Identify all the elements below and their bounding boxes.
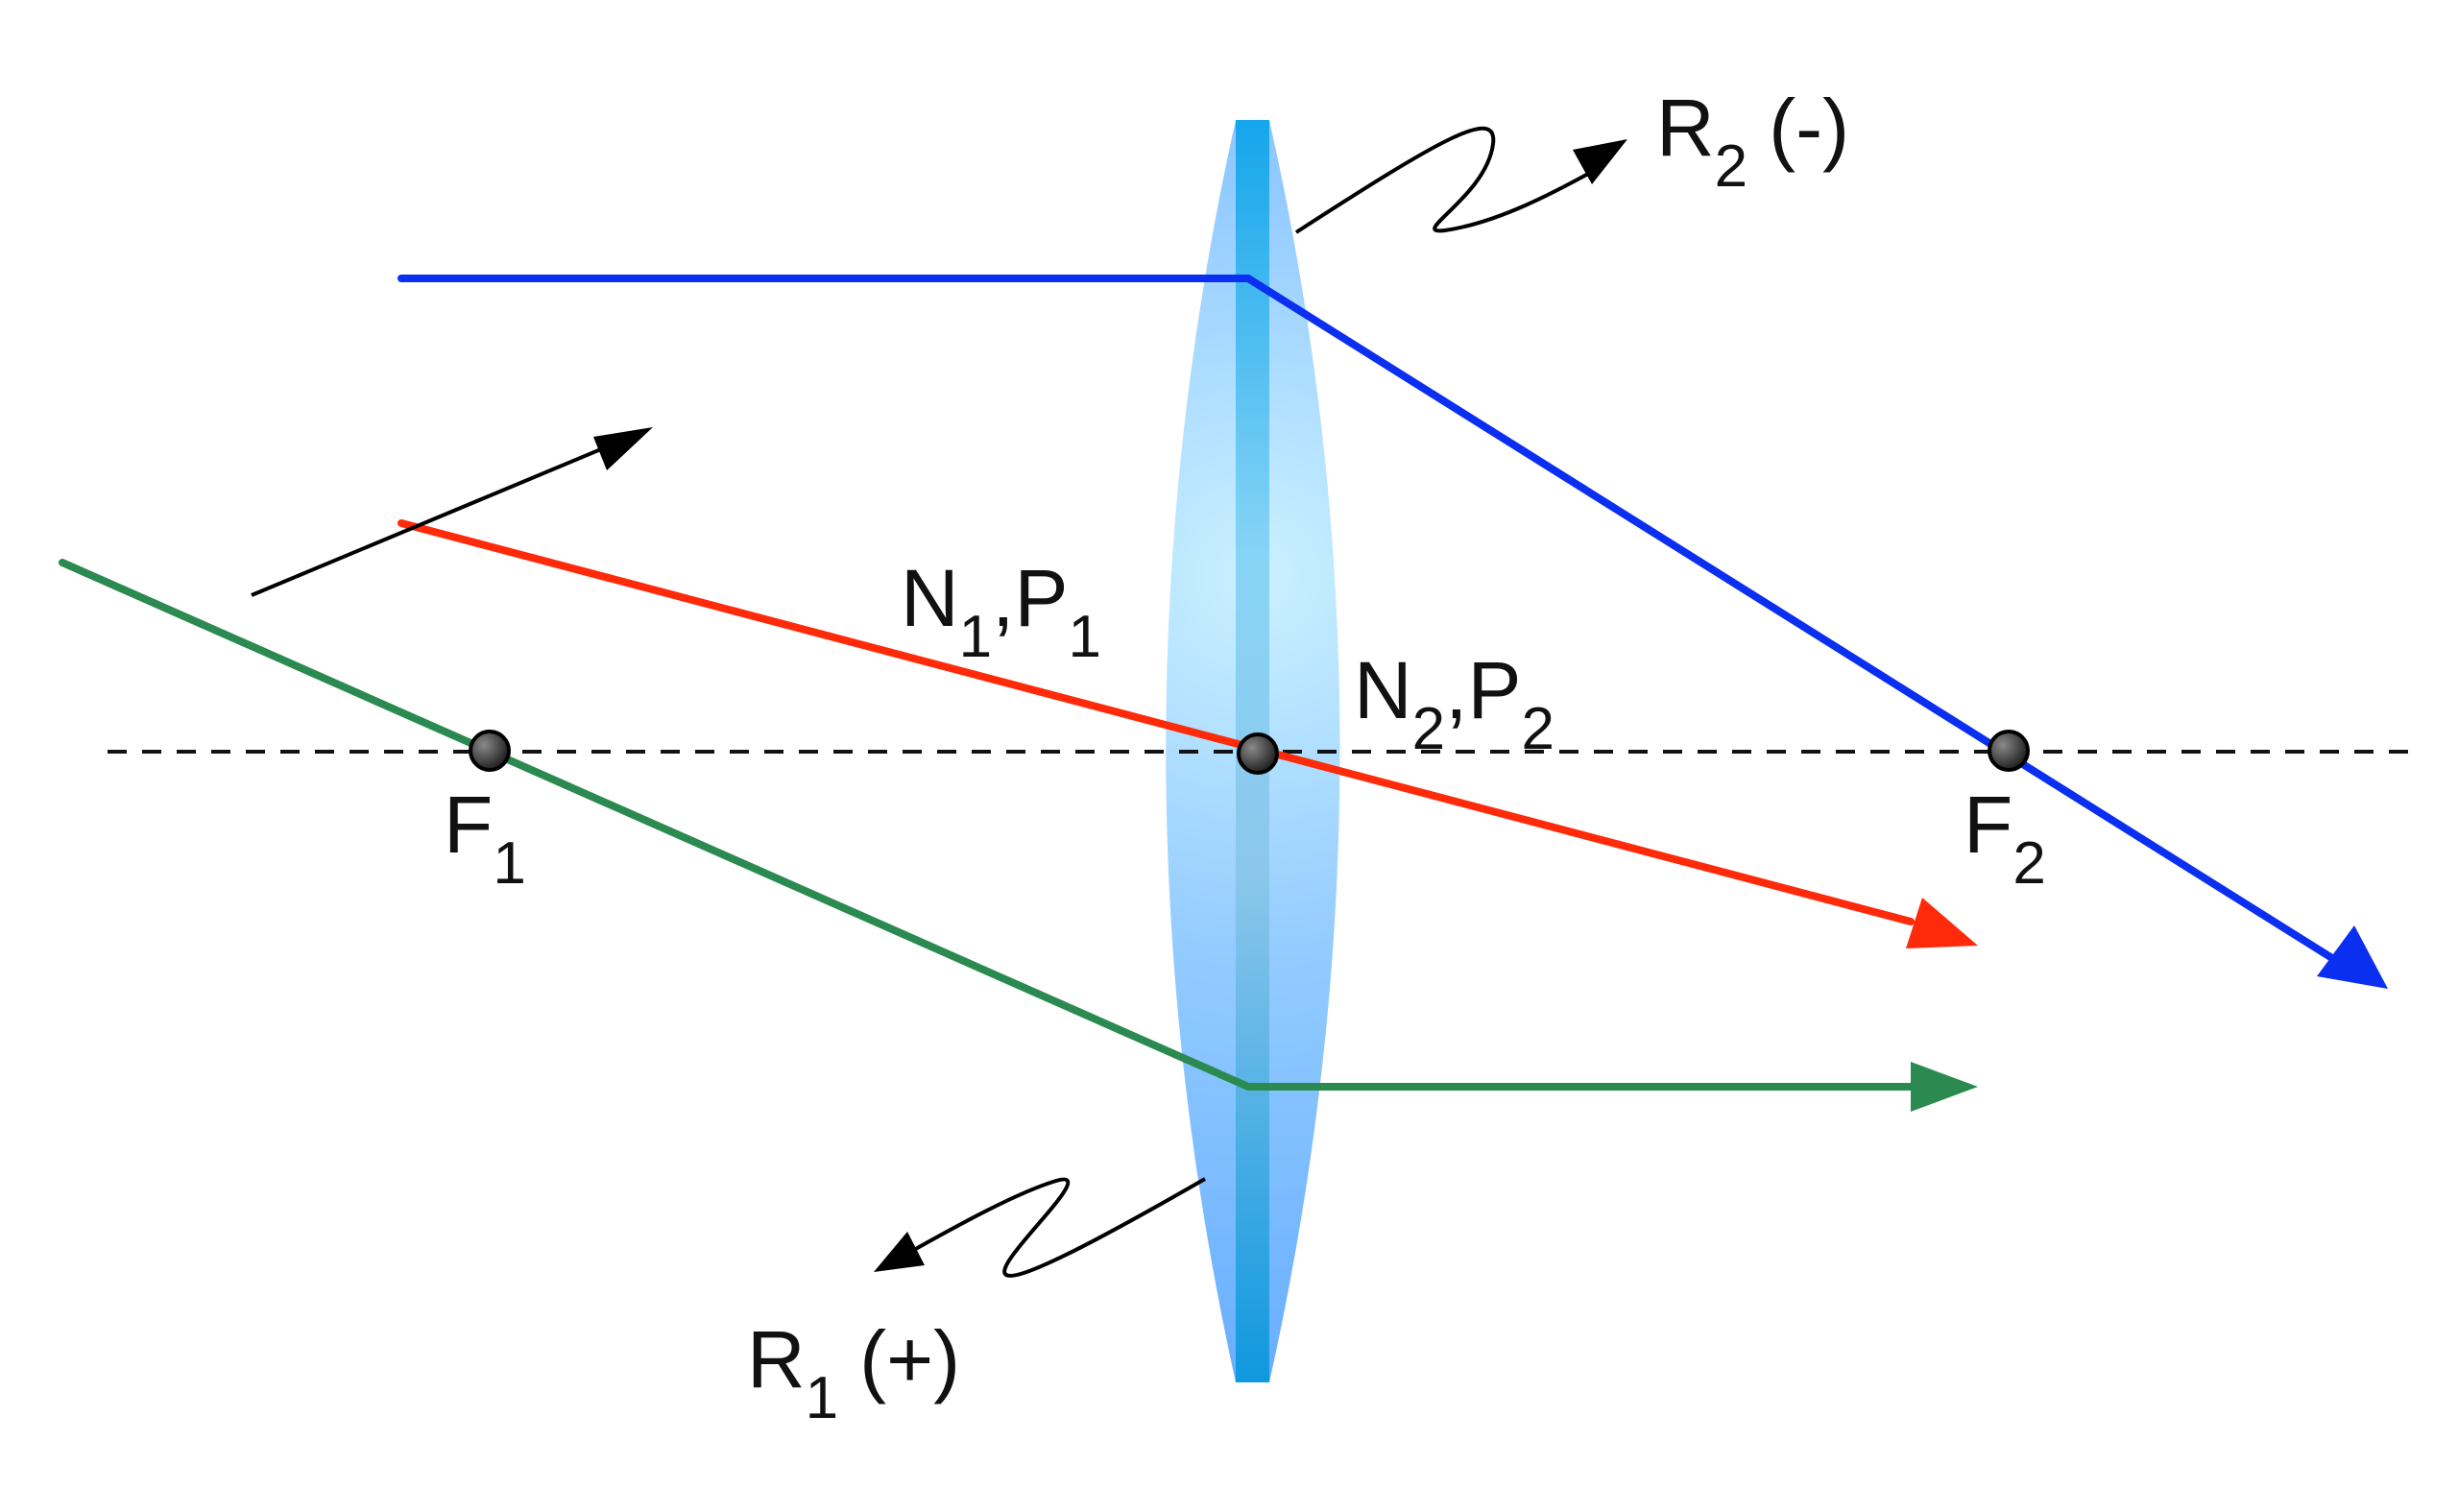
pointer-r1-arrowhead <box>874 1232 925 1272</box>
focal-point-f1 <box>469 730 511 772</box>
ray-parallel-arrowhead <box>2317 925 2388 989</box>
label-r1-sub: 1 <box>806 1365 838 1431</box>
ray-through-center <box>398 519 1915 925</box>
label-p1: P <box>1015 553 1069 643</box>
ray-through-center-arrowhead <box>1906 898 1978 948</box>
label-f1: F1 <box>444 780 526 897</box>
label-p2-sub: 2 <box>1522 696 1554 762</box>
label-n1-p1-sep: , <box>992 553 1014 643</box>
ray-through-focus <box>59 559 1924 1091</box>
label-f1-main: F <box>444 780 493 870</box>
label-n1-sub: 1 <box>959 604 992 670</box>
label-n2-p2-sep: , <box>1445 645 1467 735</box>
label-n1-p1: N1,P1 <box>901 553 1101 670</box>
label-f2-main: F <box>1964 780 2012 870</box>
direction-arrowhead <box>593 427 653 470</box>
focal-point-f2 <box>1988 730 2030 772</box>
label-p2: P <box>1468 645 1522 735</box>
label-n2-sub: 2 <box>1412 696 1445 762</box>
label-r1-sign: (+) <box>859 1314 960 1404</box>
label-r2: R2 (-) <box>1656 83 1849 200</box>
label-f1-sub: 1 <box>493 830 525 897</box>
pointer-r2-arrowhead <box>1573 139 1627 184</box>
label-f2-sub: 2 <box>2012 830 2045 897</box>
label-p1-sub: 1 <box>1069 604 1101 670</box>
label-f2: F2 <box>1964 780 2046 897</box>
pointer-r2 <box>1294 126 1600 234</box>
label-n2: N <box>1354 645 1412 735</box>
label-n2-p2: N2,P2 <box>1354 645 1554 762</box>
label-r2-sub: 2 <box>1715 133 1747 200</box>
label-r1-main: R <box>747 1314 806 1404</box>
nodal-point <box>1237 732 1279 775</box>
label-n1: N <box>901 553 959 643</box>
label-r1: R1 (+) <box>747 1314 960 1431</box>
pointer-r1 <box>911 1177 1206 1278</box>
label-r2-sign: (-) <box>1769 83 1849 173</box>
ray-parallel <box>398 275 2347 969</box>
ray-through-focus-arrowhead <box>1911 1062 1978 1112</box>
label-r2-main: R <box>1656 83 1715 173</box>
direction-arrow <box>251 440 620 597</box>
